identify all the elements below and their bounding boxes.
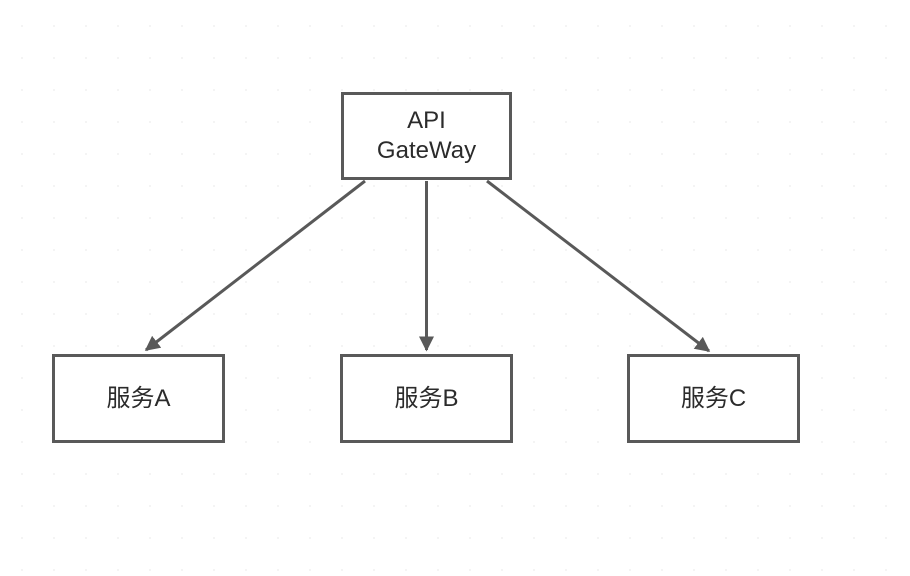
node-service-b-label: 服务B bbox=[394, 384, 459, 412]
edge-gateway-to-service-a bbox=[144, 179, 366, 352]
edge-gateway-to-service-c bbox=[486, 179, 711, 353]
node-service-c: 服务C bbox=[627, 354, 800, 443]
node-api-gateway-label-line1: API bbox=[407, 107, 446, 134]
node-service-a: 服务A bbox=[52, 354, 225, 443]
node-api-gateway-label-line2: GateWay bbox=[376, 137, 477, 164]
node-service-c-label: 服务C bbox=[680, 384, 747, 412]
node-service-a-label: 服务A bbox=[106, 384, 171, 412]
node-service-b: 服务B bbox=[340, 354, 513, 443]
node-api-gateway: API GateWay bbox=[341, 92, 512, 180]
